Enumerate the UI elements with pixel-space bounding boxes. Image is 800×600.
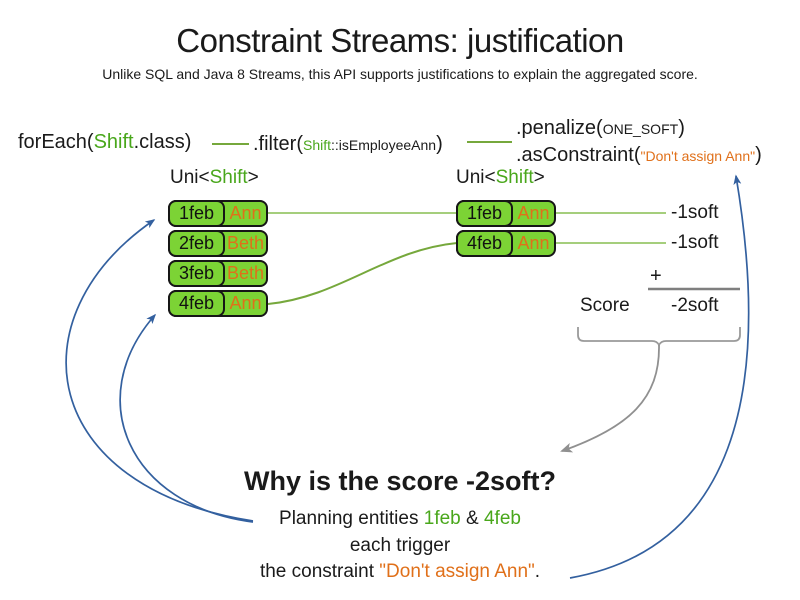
code-foreach-post: .class) (133, 131, 192, 153)
employee-value: Ann (229, 293, 262, 313)
why-heading: Why is the score -2soft? (243, 466, 557, 496)
why-line-entities: Planning entities 1feb & 4feb (279, 508, 521, 529)
employee-value: Ann (517, 233, 550, 253)
left-shift-row-2feb: Beth 2feb (168, 230, 268, 257)
blue-arrow-entity-1feb (65, 219, 254, 522)
left-shift-row-4feb: Ann 4feb (168, 290, 268, 317)
code-filter-class: Shift (303, 137, 332, 153)
total-score: -2soft (671, 295, 719, 316)
code-foreach-class: Shift (93, 131, 134, 153)
left-shift-row-1feb: Ann 1feb (168, 200, 268, 227)
left-stream-type-label: Uni<Shift> (170, 167, 259, 188)
code-asconstraint-post: ) (755, 144, 762, 166)
code-asconstraint-arg: "Don't assign Ann" (640, 148, 756, 164)
score-brace (577, 327, 741, 348)
code-penalize: .penalize(ONE_SOFT) (516, 117, 685, 140)
employee-value: Beth (226, 263, 265, 283)
page-subtitle: Unlike SQL and Java 8 Streams, this API … (102, 66, 698, 82)
date-value: 3feb (168, 260, 225, 287)
match-score-1: -1soft (671, 202, 719, 223)
code-penalize-arg: ONE_SOFT (602, 121, 679, 137)
code-penalize-post: ) (678, 117, 685, 139)
employee-value: Ann (229, 203, 262, 223)
date-value: 4feb (168, 290, 225, 317)
right-shift-row-1feb: Ann 1feb (456, 200, 556, 227)
page-title: Constraint Streams: justification (176, 22, 624, 59)
code-filter-method: ::isEmployeeAnn (331, 137, 437, 153)
score-label: Score (580, 295, 630, 316)
right-stream-type-label: Uni<Shift> (456, 167, 545, 188)
gray-arrow-why (560, 344, 660, 453)
employee-value: Ann (517, 203, 550, 223)
code-asconstraint-pre: .asConstraint( (516, 144, 641, 166)
entity-4feb: 4feb (483, 508, 521, 529)
code-filter-pre: .filter( (253, 133, 303, 155)
match-line-4feb (267, 242, 458, 305)
plus-sign: + (650, 265, 662, 287)
constraint-name: "Don't assign Ann" (379, 561, 535, 582)
code-foreach: forEach(Shift.class) (18, 131, 191, 154)
left-shift-row-3feb: Beth 3feb (168, 260, 268, 287)
code-asconstraint: .asConstraint("Don't assign Ann") (516, 144, 762, 167)
date-value: 2feb (168, 230, 225, 257)
code-penalize-pre: .penalize( (516, 117, 603, 139)
right-shift-row-4feb: Ann 4feb (456, 230, 556, 257)
blue-arrow-constraint (569, 174, 750, 579)
match-score-2: -1soft (671, 232, 719, 253)
blue-arrow-entity-4feb (119, 313, 254, 523)
why-line-constraint: the constraint "Don't assign Ann". (259, 561, 541, 582)
code-filter: .filter(Shift::isEmployeeAnn) (253, 133, 443, 156)
code-foreach-pre: forEach( (18, 131, 94, 153)
date-value: 4feb (456, 230, 513, 257)
date-value: 1feb (456, 200, 513, 227)
date-value: 1feb (168, 200, 225, 227)
entity-1feb: 1feb (423, 508, 461, 529)
employee-value: Beth (226, 233, 265, 253)
code-filter-post: ) (436, 133, 443, 155)
why-line-trigger: each trigger (349, 535, 451, 556)
